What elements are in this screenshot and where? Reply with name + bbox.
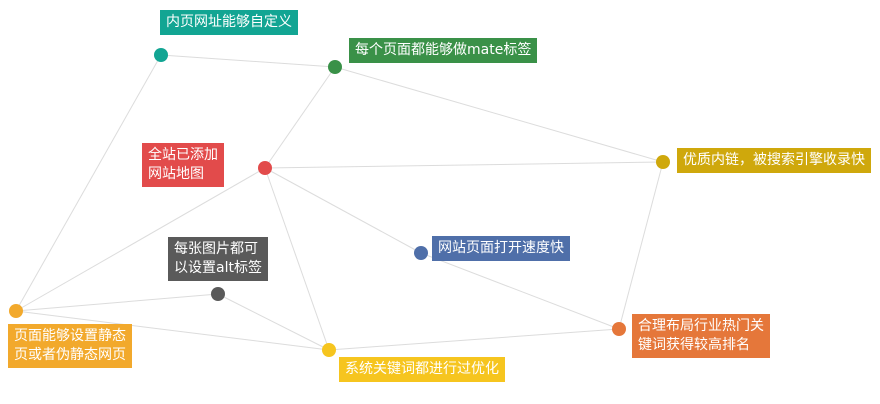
edge-n3-n7 [15, 167, 266, 312]
edge-n3-n9 [264, 167, 330, 351]
node-dot [154, 48, 168, 62]
node-dot [414, 246, 428, 260]
label-keyword-ranking: 合理布局行业热门关 键词获得较高排名 [632, 314, 770, 358]
label-internal-links: 优质内链，被搜索引擎收录快 [677, 148, 871, 173]
edge-n4-n8 [618, 161, 664, 330]
node-dot [328, 60, 342, 74]
edge-n7-n5 [15, 293, 219, 312]
edge-n1-n2 [160, 54, 336, 68]
label-image-alt: 每张图片都可 以设置alt标签 [168, 237, 268, 281]
label-sitemap: 全站已添加 网站地图 [142, 143, 224, 187]
edge-n5-n9 [217, 293, 330, 351]
node-dot [612, 322, 626, 336]
label-static-pages: 页面能够设置静态 页或者伪静态网页 [8, 324, 132, 368]
node-dot [258, 161, 272, 175]
node-dot [9, 304, 23, 318]
edge-n6-n8 [420, 252, 620, 330]
edge-n2-n3 [264, 66, 336, 169]
edge-n3-n4 [264, 161, 664, 169]
node-dot [211, 287, 225, 301]
node-dot [656, 155, 670, 169]
edge-n3-n6 [264, 167, 422, 254]
edge-n8-n9 [328, 328, 620, 351]
label-meta-tags: 每个页面都能够做mate标签 [349, 38, 538, 63]
label-page-speed: 网站页面打开速度快 [432, 236, 570, 261]
edge-n1-n7 [15, 54, 162, 312]
label-custom-inner-url: 内页网址能够自定义 [160, 10, 298, 35]
edge-n2-n4 [334, 66, 664, 163]
node-dot [322, 343, 336, 357]
edge-n7-n9 [15, 310, 330, 351]
label-keyword-optimization: 系统关键词都进行过优化 [339, 357, 505, 382]
